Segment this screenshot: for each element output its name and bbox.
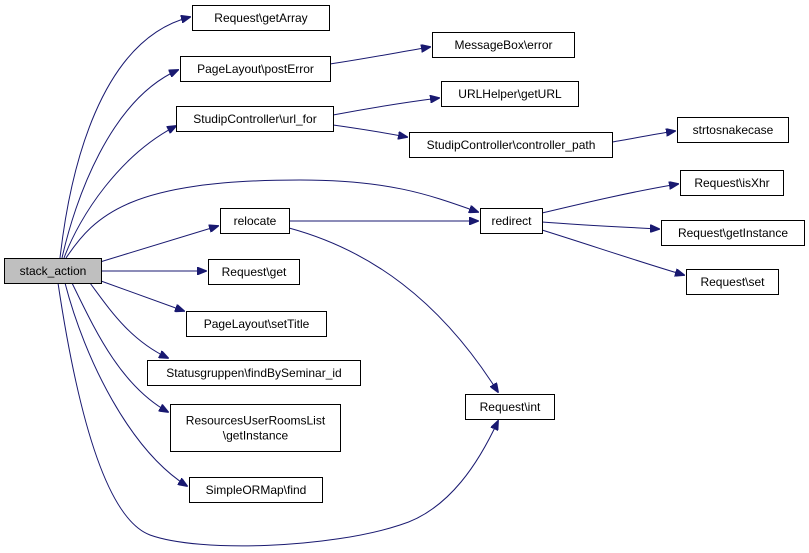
node-label: Request\getInstance xyxy=(678,226,788,240)
edge-line xyxy=(99,226,218,263)
node-getInstance[interactable]: Request\getInstance xyxy=(661,220,805,246)
edge-line xyxy=(61,70,178,259)
edge-stack_action-to-redirect xyxy=(65,179,478,259)
node-resources[interactable]: ResourcesUserRoomsList\getInstance xyxy=(170,404,341,452)
edge-line xyxy=(65,179,478,259)
edge-line xyxy=(59,17,190,259)
node-label: PageLayout\postError xyxy=(197,62,314,76)
edge-line xyxy=(332,124,407,137)
node-label: PageLayout\setTitle xyxy=(204,317,310,331)
edge-stack_action-to-setTitle xyxy=(100,280,184,311)
node-label: StudipController\controller_path xyxy=(427,138,596,152)
node-box xyxy=(409,132,613,158)
node-label: strtosnakecase xyxy=(693,123,774,137)
node-box xyxy=(677,117,789,143)
node-msgError[interactable]: MessageBox\error xyxy=(432,32,575,58)
edge-postError-to-msgError xyxy=(329,47,430,65)
node-isXhr[interactable]: Request\isXhr xyxy=(680,170,784,196)
node-getURL[interactable]: URLHelper\getURL xyxy=(441,81,579,107)
node-label: StudipController\url_for xyxy=(193,112,316,126)
node-strtosnake[interactable]: strtosnakecase xyxy=(677,117,789,143)
node-label: SimpleORMap\find xyxy=(206,483,307,497)
node-box xyxy=(465,394,555,420)
edge-line xyxy=(541,184,678,214)
edge-stack_action-to-statusgruppen xyxy=(89,282,168,358)
node-label: Request\int xyxy=(480,400,541,414)
node-box xyxy=(686,269,779,295)
edge-line xyxy=(332,98,439,116)
edge-line xyxy=(541,229,684,275)
edge-stack_action-to-reqInt xyxy=(57,282,498,547)
node-box xyxy=(220,208,290,234)
edge-line xyxy=(100,280,184,311)
node-redirect[interactable]: redirect xyxy=(480,208,543,234)
node-box xyxy=(680,170,784,196)
node-box xyxy=(176,106,334,132)
edge-urlFor-to-controllerPath xyxy=(332,124,407,137)
edge-urlFor-to-getURL xyxy=(332,98,439,116)
edge-redirect-to-getInstance xyxy=(541,221,659,229)
node-label: Request\set xyxy=(700,275,765,289)
node-box xyxy=(432,32,575,58)
node-label: Request\get xyxy=(222,265,287,279)
node-get[interactable]: Request\get xyxy=(208,259,300,285)
node-box xyxy=(186,311,327,337)
node-label: URLHelper\getURL xyxy=(458,87,562,101)
node-relocate[interactable]: relocate xyxy=(220,208,290,234)
node-label: stack_action xyxy=(20,264,87,278)
node-controllerPath[interactable]: StudipController\controller_path xyxy=(409,132,613,158)
node-box xyxy=(4,258,102,284)
edge-line xyxy=(541,221,659,229)
node-box xyxy=(661,220,805,246)
edge-stack_action-to-resources xyxy=(71,282,168,412)
node-getArray[interactable]: Request\getArray xyxy=(192,5,330,31)
node-label: ResourcesUserRoomsList xyxy=(186,414,326,428)
edge-line xyxy=(63,126,176,259)
edge-stack_action-to-postError xyxy=(61,70,178,259)
node-box xyxy=(208,259,300,285)
edge-stack_action-to-find xyxy=(64,282,187,486)
edge-line xyxy=(64,282,187,486)
node-box xyxy=(147,360,361,386)
node-find[interactable]: SimpleORMap\find xyxy=(189,477,323,503)
nodes-layer: stack_action Request\getArrayPageLayout\p… xyxy=(4,5,805,503)
node-setTitle[interactable]: PageLayout\setTitle xyxy=(186,311,327,337)
node-reqInt[interactable]: Request\int xyxy=(465,394,555,420)
node-box xyxy=(480,208,543,234)
edge-redirect-to-isXhr xyxy=(541,184,678,214)
edge-redirect-to-set xyxy=(541,229,684,275)
node-box xyxy=(180,56,331,82)
edges-layer xyxy=(57,17,684,547)
edge-line xyxy=(329,47,430,65)
edge-line xyxy=(89,282,168,358)
edge-relocate-to-reqInt xyxy=(288,227,498,392)
node-set[interactable]: Request\set xyxy=(686,269,779,295)
node-label: redirect xyxy=(491,214,532,228)
edge-stack_action-to-getArray xyxy=(59,17,190,259)
edge-line xyxy=(57,282,498,547)
node-label: relocate xyxy=(234,214,277,228)
node-postError[interactable]: PageLayout\postError xyxy=(180,56,331,82)
node-label: MessageBox\error xyxy=(454,38,552,52)
node-statusgruppen[interactable]: Statusgruppen\findBySeminar_id xyxy=(147,360,361,386)
edge-stack_action-to-urlFor xyxy=(63,126,176,259)
node-label: \getInstance xyxy=(223,429,289,443)
edge-stack_action-to-relocate xyxy=(99,226,218,263)
edge-line xyxy=(71,282,168,412)
node-label: Statusgruppen\findBySeminar_id xyxy=(166,366,341,380)
node-label: Request\isXhr xyxy=(694,176,769,190)
edge-controllerPath-to-strtosnake xyxy=(611,131,675,143)
node-box xyxy=(189,477,323,503)
edge-line xyxy=(288,227,498,392)
node-box xyxy=(170,404,341,452)
node-stack_action[interactable]: stack_action xyxy=(4,258,102,284)
node-box xyxy=(441,81,579,107)
edge-line xyxy=(611,131,675,143)
node-label: Request\getArray xyxy=(214,11,307,25)
node-urlFor[interactable]: StudipController\url_for xyxy=(176,106,334,132)
node-box xyxy=(192,5,330,31)
